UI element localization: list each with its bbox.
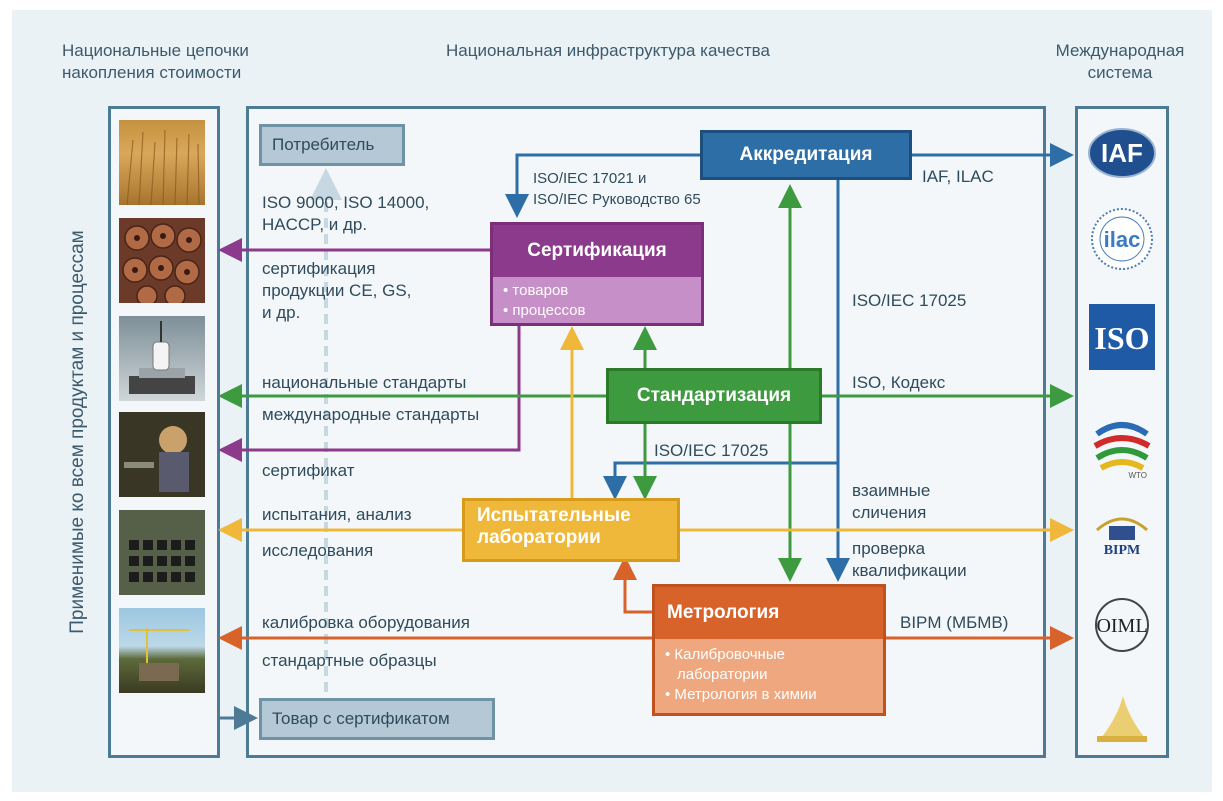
national-standards-label: национальные стандарты xyxy=(262,373,467,392)
reference-materials-label: стандартные образцы xyxy=(262,651,437,670)
gold-emblem-icon xyxy=(1097,696,1147,742)
testing-label: испытания, анализ xyxy=(262,505,412,524)
iso-logo: ISO xyxy=(1086,302,1158,372)
international-standards-label: международные стандарты xyxy=(262,405,480,424)
wto-logo: WTO xyxy=(1086,410,1158,480)
metrology-to-labs-arrow xyxy=(613,556,660,614)
testing-labs-box: Испытательные лаборатории xyxy=(462,498,680,562)
bipm-logo-text: BIPM xyxy=(1104,543,1141,558)
iso-logo-text: ISO xyxy=(1094,320,1149,356)
product-cert-line3: и др. xyxy=(262,303,301,322)
testing-labs-title-line2: лаборатории xyxy=(477,527,601,548)
research-label: исследования xyxy=(262,541,374,560)
accreditation-title: Аккредитация xyxy=(739,144,873,165)
accreditation-to-labs-arrow xyxy=(603,461,838,500)
oiml-logo: OIML xyxy=(1086,590,1158,660)
bipm-logo: BIPM xyxy=(1086,500,1158,570)
consumer-box: Потребитель xyxy=(259,124,405,166)
oiml-logo-text: OIML xyxy=(1096,615,1147,637)
iso9000-line2: HACCP, и др. xyxy=(262,215,368,234)
construction-crane-icon xyxy=(129,628,189,681)
header-center: Национальная инфраструктура качества xyxy=(446,41,770,60)
workshop-icon xyxy=(119,412,205,497)
product-certification-label: сертификация продукции CE, GS, и др. xyxy=(262,258,411,324)
testing-labs-title-line1: Испытательные xyxy=(477,505,631,526)
header-left-line2: накопления стоимости xyxy=(62,63,242,82)
product-box: Товар с сертификатом xyxy=(259,698,495,740)
product-cert-line1: сертификация xyxy=(262,259,376,278)
metrology-header: Метрология xyxy=(655,587,883,639)
wto-globe-icon: WTO xyxy=(1093,422,1151,480)
accreditation-to-certification-arrow xyxy=(505,153,700,218)
fabric-rolls-photo xyxy=(119,218,205,307)
header-right: Международная система xyxy=(1040,40,1200,84)
header-left: Национальные цепочки накопления стоимост… xyxy=(62,40,249,84)
standardization-title: Стандартизация xyxy=(636,385,792,406)
certification-list: • товаров • процессов xyxy=(493,277,701,321)
iso17025-right-label: ISO/IEC 17025 xyxy=(852,291,967,310)
circuit-board-icon xyxy=(119,510,205,595)
metrology-item: • Калибровочные xyxy=(665,646,785,663)
wheat-texture-icon xyxy=(126,129,200,206)
ilac-mra-gold-logo xyxy=(1086,682,1158,752)
iso17021-line1: ISO/IEC 17021 и xyxy=(533,170,647,187)
iso-codex-label: ISO, Кодекс xyxy=(852,373,946,392)
certification-item: • процессов xyxy=(503,302,586,319)
iso17021-label: ISO/IEC 17021 и ISO/IEC Руководство 65 xyxy=(533,168,701,210)
metrology-title: Метрология xyxy=(667,602,780,623)
metrology-list: • Калибровочные лаборатории • Метрология… xyxy=(655,639,883,705)
certification-box: Сертификация • товаров • процессов xyxy=(490,222,704,326)
certification-header: Сертификация xyxy=(493,225,701,277)
metrology-item: лаборатории xyxy=(677,666,768,683)
metrology-box: Метрология • Калибровочные лаборатории •… xyxy=(652,584,886,716)
ilac-logo: ilac xyxy=(1086,204,1158,274)
construction-photo xyxy=(119,608,205,693)
iaf-logo: IAF xyxy=(1086,118,1158,188)
fabric-rolls-icon xyxy=(122,223,202,307)
intercomparison-line2: сличения xyxy=(852,503,927,522)
calibration-label: калибровка оборудования xyxy=(262,613,470,632)
ilac-logo-text: ilac xyxy=(1104,227,1141,252)
workshop-photo xyxy=(119,412,205,497)
header-right-line2: система xyxy=(1087,63,1153,82)
certification-title: Сертификация xyxy=(527,240,667,261)
product-cert-line2: продукции CE, GS, xyxy=(262,281,412,300)
lab-scale-icon xyxy=(129,321,195,394)
lab-scale-photo xyxy=(119,316,205,401)
standardization-box: Стандартизация xyxy=(606,368,822,424)
proficiency-label: проверка квалификации xyxy=(852,538,967,582)
wheat-field-photo xyxy=(119,120,205,206)
bipm-label: BIPM (МБМВ) xyxy=(900,613,1009,632)
iso9000-line1: ISO 9000, ISO 14000, xyxy=(262,193,430,212)
iaf-logo-text: IAF xyxy=(1101,138,1143,168)
iso17025-center-label: ISO/IEC 17025 xyxy=(654,441,769,460)
circuit-board-photo xyxy=(119,510,205,595)
intercomparison-line1: взаимные xyxy=(852,481,931,500)
intercomparison-label: взаимные сличения xyxy=(852,480,930,524)
iso9000-label: ISO 9000, ISO 14000, HACCP, и др. xyxy=(262,192,429,236)
wto-logo-text: WTO xyxy=(1128,471,1147,480)
header-left-line1: Национальные цепочки xyxy=(62,41,249,60)
proficiency-line2: квалификации xyxy=(852,561,967,580)
iso17021-line2: ISO/IEC Руководство 65 xyxy=(533,191,701,208)
proficiency-line1: проверка xyxy=(852,539,926,558)
certificate-label: сертификат xyxy=(262,461,355,480)
accreditation-box: Аккредитация xyxy=(700,130,912,180)
iaf-ilac-label: IAF, ILAC xyxy=(922,167,994,186)
certification-item: • товаров xyxy=(503,282,569,299)
header-right-line1: Международная xyxy=(1055,41,1185,60)
metrology-item: • Метрология в химии xyxy=(665,686,817,703)
certificate-arrow xyxy=(218,326,521,462)
